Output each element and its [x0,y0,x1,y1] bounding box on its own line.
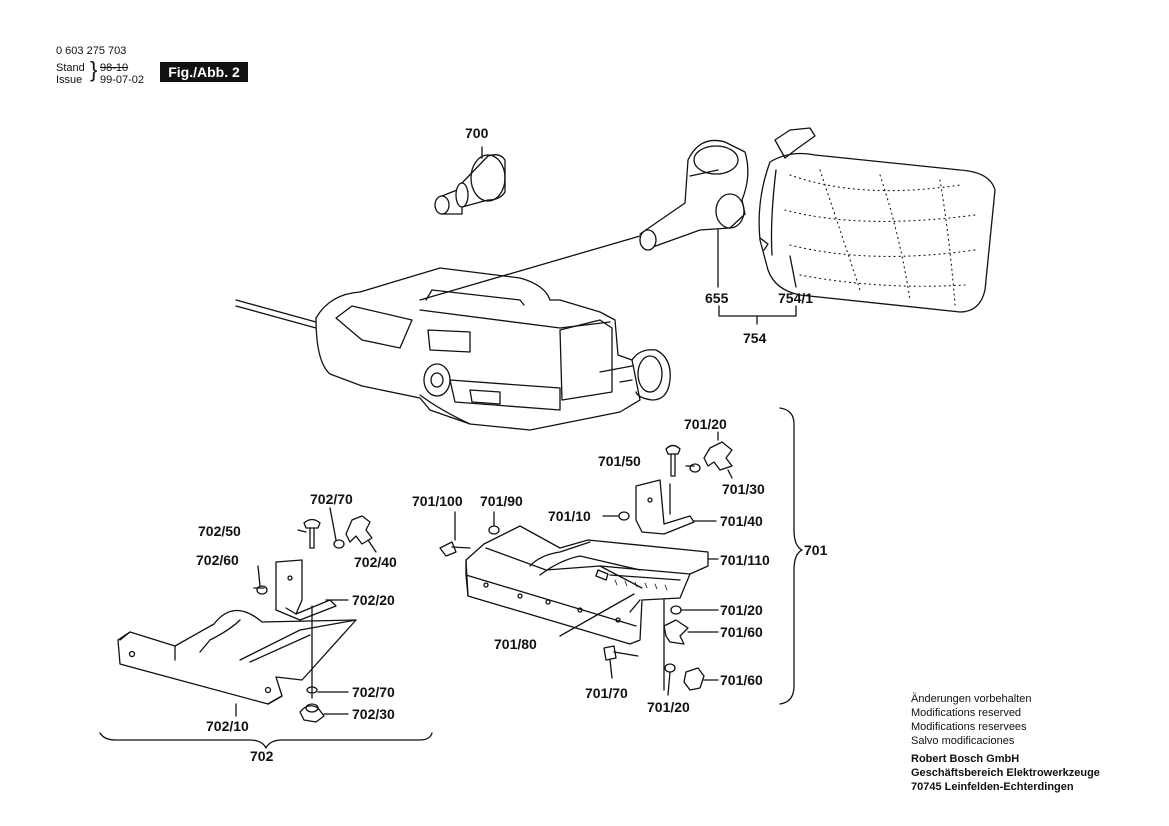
bracket-brace: } [90,57,98,82]
note-changes-de: Änderungen vorbehalten [911,693,1032,705]
brace-702 [99,732,433,749]
label-702-50: 702/50 [198,523,241,539]
label-701: 701 [804,542,828,558]
figure-badge: Fig./Abb. 2 [160,62,248,82]
label-700: 700 [465,125,489,141]
stand-date: 98-10 [100,62,129,74]
label-702-70-b: 702/70 [352,684,395,700]
belt-sander-body [235,235,671,431]
label-754-1: 754/1 [778,290,813,306]
label-701-90: 701/90 [480,493,523,509]
label-701-100: 701/100 [412,493,463,509]
parallel-guide-701 [439,441,733,691]
label-701-110: 701/110 [720,552,770,568]
label-701-20-a: 701/20 [684,416,727,432]
label-701-20-b: 701/20 [720,602,763,618]
label-754: 754 [743,330,767,346]
label-701-40: 701/40 [720,513,763,529]
label-701-60-b: 701/60 [720,672,763,688]
bracket-754 [718,305,797,317]
label-655: 655 [705,290,729,306]
part-number: 0 603 275 703 [56,45,127,57]
note-changes-es: Salvo modificaciones [911,735,1015,747]
label-702-20: 702/20 [352,592,395,608]
company-name: Robert Bosch GmbH [911,753,1020,765]
dust-bag-754-1 [758,127,996,313]
nozzle-adapter-700 [434,154,506,215]
leader-lines [235,431,733,717]
label-701-60-a: 701/60 [720,624,763,640]
stand-label: Stand [56,62,85,74]
label-701-80: 701/80 [494,636,537,652]
label-702-60: 702/60 [196,552,239,568]
issue-label: Issue [56,74,83,86]
label-701-50: 701/50 [598,453,641,469]
label-702-30: 702/30 [352,706,395,722]
label-701-70: 701/70 [585,685,628,701]
label-701-10: 701/10 [548,508,591,524]
note-changes-fr: Modifications reservees [911,721,1027,733]
label-702: 702 [250,748,274,764]
company-division: Geschäftsbereich Elektrowerkzeuge [911,767,1100,779]
label-702-70-a: 702/70 [310,491,353,507]
dust-elbow-655 [639,139,749,251]
company-address: 70745 Leinfelden-Echterdingen [911,781,1074,793]
label-701-20-c: 701/20 [647,699,690,715]
parallel-guide-702 [117,515,373,723]
brace-701 [779,407,803,705]
note-changes-en: Modifications reserved [911,707,1022,719]
issue-date: 99-07-02 [100,74,145,86]
label-702-40: 702/40 [354,554,397,570]
label-701-30: 701/30 [722,481,765,497]
label-702-10: 702/10 [206,718,249,734]
